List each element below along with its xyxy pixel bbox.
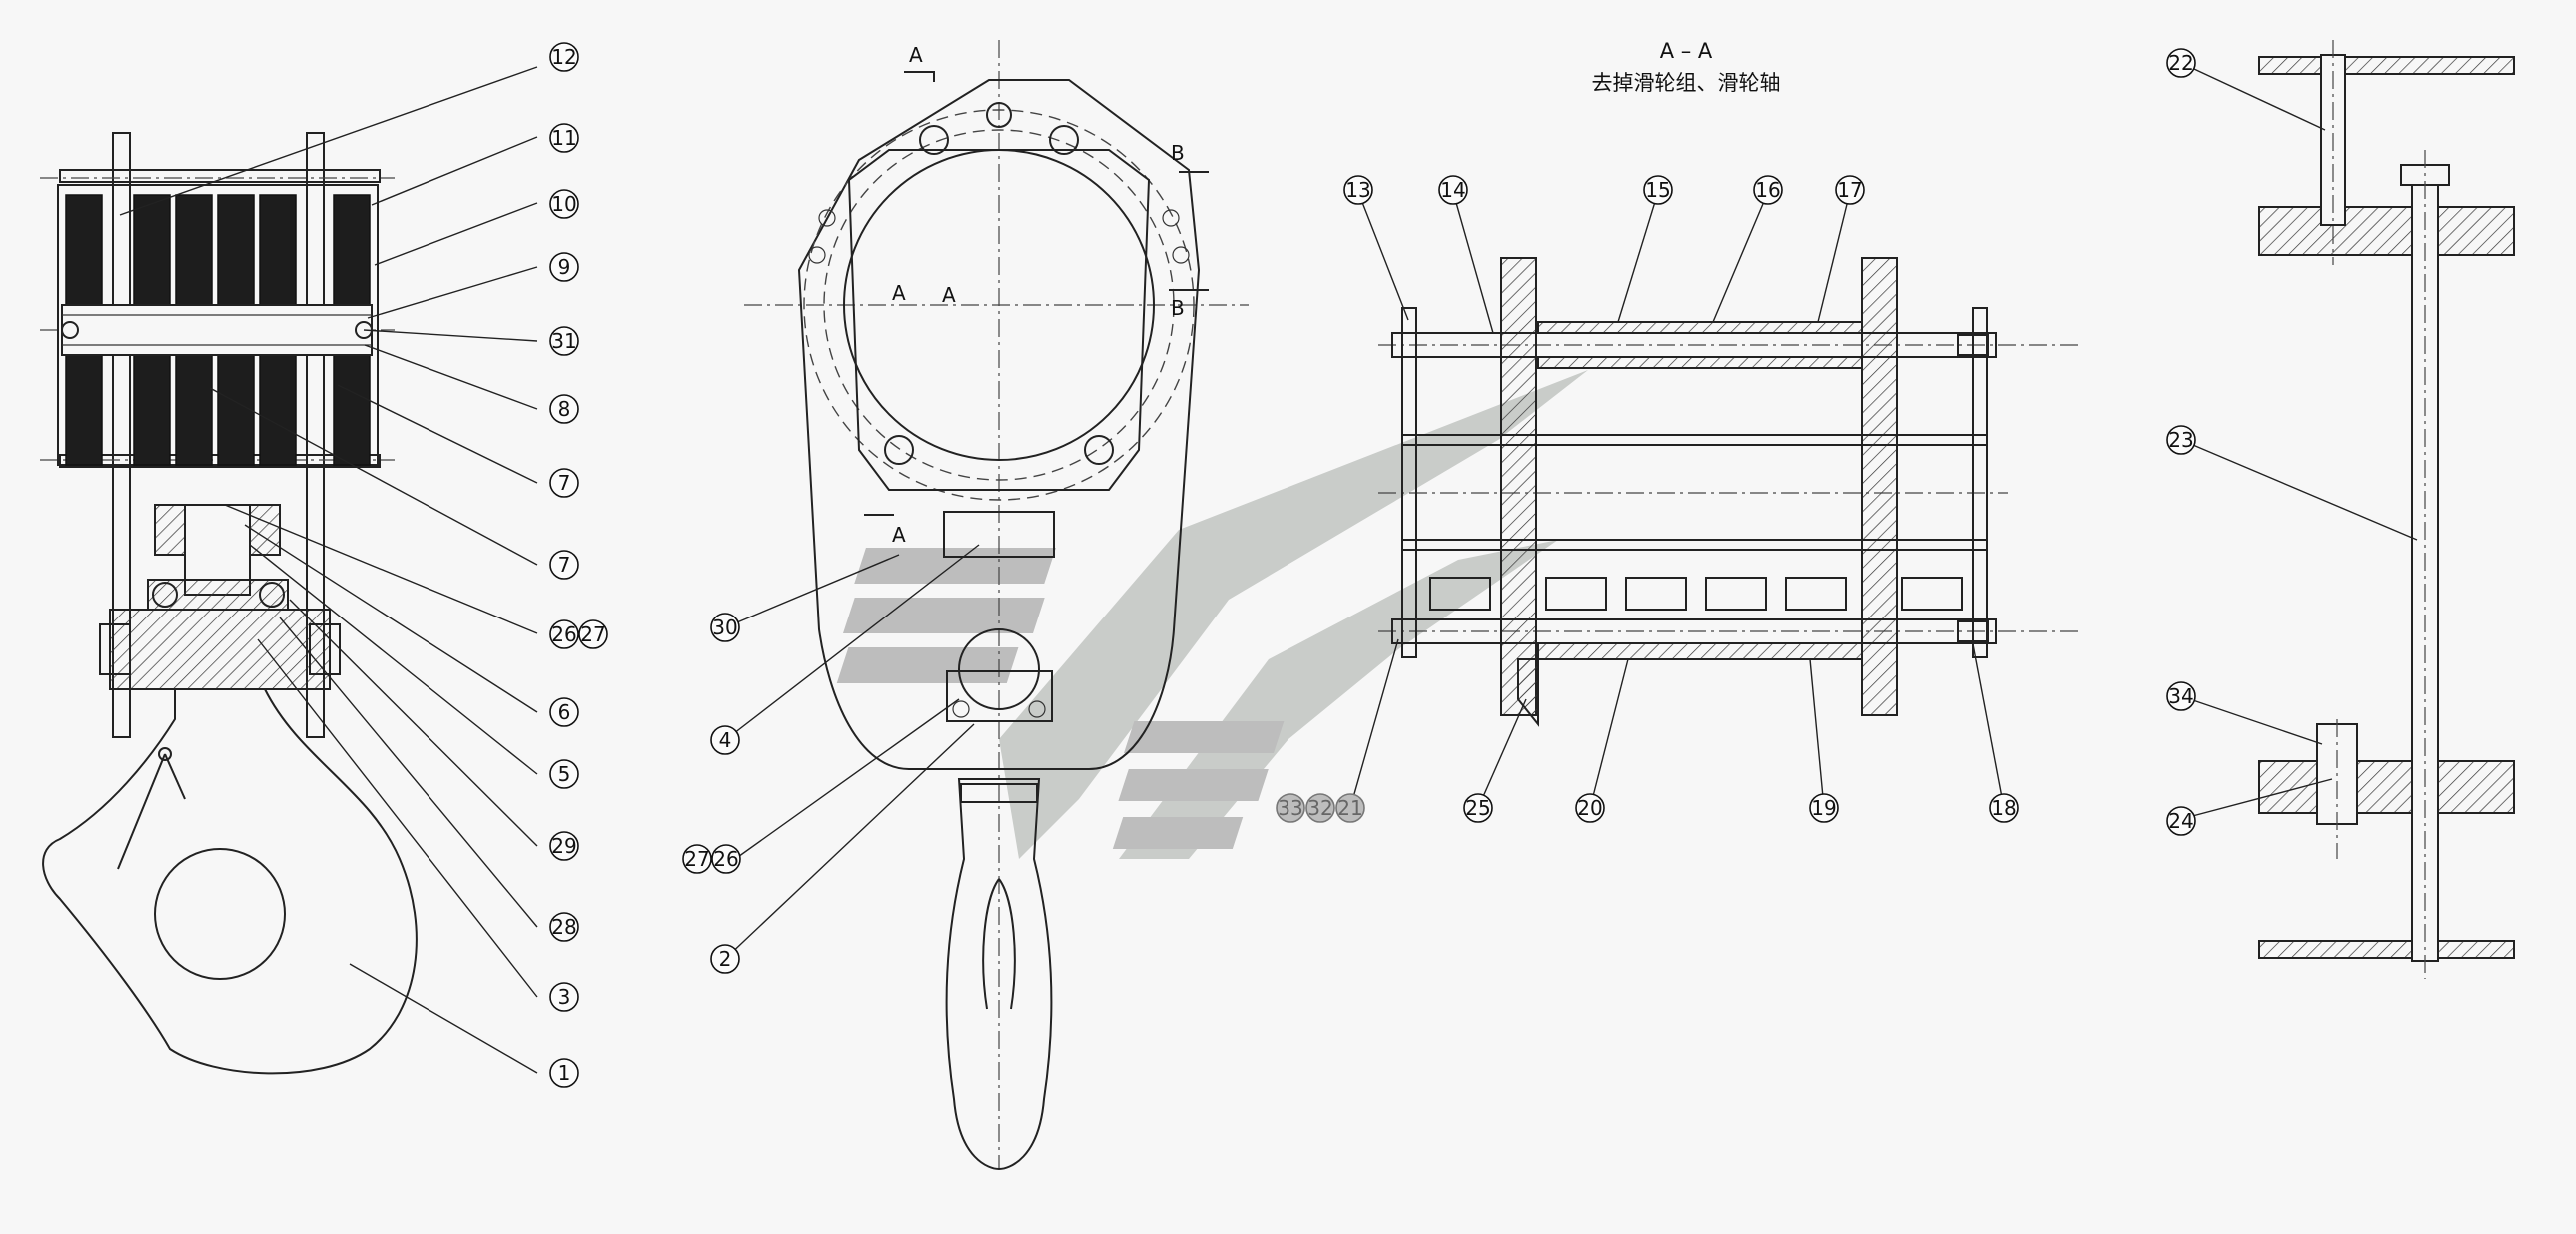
section-title: A – A (1660, 39, 1713, 63)
balloon-26-front: 26 (711, 844, 741, 874)
balloon-7-upper: 7 (549, 468, 579, 498)
balloon-24: 24 (2166, 806, 2196, 836)
section-mark-a-mid-right: A (942, 283, 956, 307)
balloon-28-label: 28 (551, 915, 576, 939)
balloon-15: 15 (1643, 175, 1673, 205)
balloon-13: 13 (1343, 175, 1373, 205)
balloon-11: 11 (549, 123, 579, 153)
balloon-30-label: 30 (712, 616, 737, 639)
balloon-6-label: 6 (558, 700, 571, 724)
balloon-17: 17 (1835, 175, 1865, 205)
balloon-26-front-label: 26 (713, 847, 738, 871)
balloon-25: 25 (1463, 793, 1493, 823)
balloon-8-label: 8 (558, 397, 571, 421)
balloon-34: 34 (2166, 681, 2196, 711)
sheave-stack (57, 184, 379, 466)
balloon-22: 22 (2166, 48, 2196, 78)
balloon-26-left-label: 26 (551, 622, 576, 646)
hook-side (42, 688, 418, 1075)
balloon-3: 3 (549, 982, 579, 1012)
balloon-5-label: 5 (558, 762, 571, 786)
balloon-1: 1 (549, 1058, 579, 1088)
balloon-3-label: 3 (558, 985, 571, 1009)
section-mark-a-bottom: A (892, 523, 906, 547)
section-mark-a-mid-left: A (892, 281, 906, 305)
balloon-12: 12 (549, 42, 579, 72)
balloon-24-label: 24 (2168, 809, 2193, 833)
balloon-27-front: 27 (682, 844, 712, 874)
balloon-32-label: 32 (1307, 796, 1332, 820)
balloon-22-label: 22 (2168, 51, 2193, 75)
section-mark-b-top: B (1171, 141, 1185, 165)
balloon-4-label: 4 (719, 728, 732, 752)
balloon-21: 21 (1335, 793, 1365, 823)
tie-rod-detail-view (2258, 40, 2515, 979)
balloon-19-label: 19 (1811, 796, 1836, 820)
balloon-29-label: 29 (551, 834, 576, 858)
balloon-25-label: 25 (1465, 796, 1490, 820)
balloon-14: 14 (1438, 175, 1468, 205)
balloon-15-label: 15 (1645, 178, 1670, 202)
front-view: A B B A A A (744, 40, 1249, 1171)
balloon-29: 29 (549, 831, 579, 861)
balloon-7-lower: 7 (549, 550, 579, 580)
section-mark-b-mid: B (1171, 296, 1185, 320)
balloon-27-left-label: 27 (580, 622, 605, 646)
leader-lines (119, 62, 2418, 1074)
balloon-9: 9 (549, 252, 579, 282)
balloon-21-label: 21 (1337, 796, 1362, 820)
balloon-27-front-label: 27 (684, 847, 709, 871)
balloon-32: 32 (1305, 793, 1335, 823)
balloon-6: 6 (549, 697, 579, 727)
watermark-logo (836, 370, 1588, 859)
balloon-31: 31 (549, 326, 579, 356)
balloon-23: 23 (2166, 425, 2196, 455)
section-note: 去掉滑轮组、滑轮轴 (1592, 71, 1781, 95)
balloon-19: 19 (1809, 793, 1839, 823)
balloon-33: 33 (1276, 793, 1305, 823)
section-mark-a-top: A (909, 43, 923, 67)
balloon-11-label: 11 (551, 126, 576, 150)
balloon-13-label: 13 (1345, 178, 1370, 202)
balloon-20: 20 (1575, 793, 1605, 823)
balloon-2: 2 (710, 944, 740, 974)
section-a-a-view: A – A 去掉滑轮组、滑轮轴 (1378, 39, 2083, 727)
balloon-10: 10 (549, 189, 579, 219)
balloon-28: 28 (549, 912, 579, 942)
balloon-7-lower-label: 7 (558, 553, 571, 577)
balloon-26-left: 26 (549, 619, 579, 649)
balloon-31-label: 31 (551, 329, 576, 353)
balloon-12-label: 12 (551, 45, 576, 69)
balloon-16-label: 16 (1755, 178, 1780, 202)
side-section-view (40, 132, 418, 1075)
balloon-7-upper-label: 7 (558, 471, 571, 495)
balloon-1-label: 1 (558, 1061, 571, 1085)
balloon-30: 30 (710, 613, 740, 642)
balloon-8: 8 (549, 394, 579, 424)
balloon-18-label: 18 (1991, 796, 2016, 820)
balloon-17-label: 17 (1837, 178, 1862, 202)
balloon-33-label: 33 (1278, 796, 1302, 820)
balloon-20-label: 20 (1577, 796, 1602, 820)
balloon-9-label: 9 (558, 255, 571, 279)
balloon-18: 18 (1989, 793, 2019, 823)
balloon-5: 5 (549, 759, 579, 789)
balloon-2-label: 2 (719, 947, 732, 971)
balloon-23-label: 23 (2168, 428, 2193, 452)
balloon-16: 16 (1753, 175, 1783, 205)
balloon-4: 4 (710, 725, 740, 755)
balloon-34-label: 34 (2168, 684, 2193, 708)
balloon-10-label: 10 (551, 192, 576, 216)
balloon-27-left: 27 (578, 619, 608, 649)
balloon-14-label: 14 (1440, 178, 1465, 202)
